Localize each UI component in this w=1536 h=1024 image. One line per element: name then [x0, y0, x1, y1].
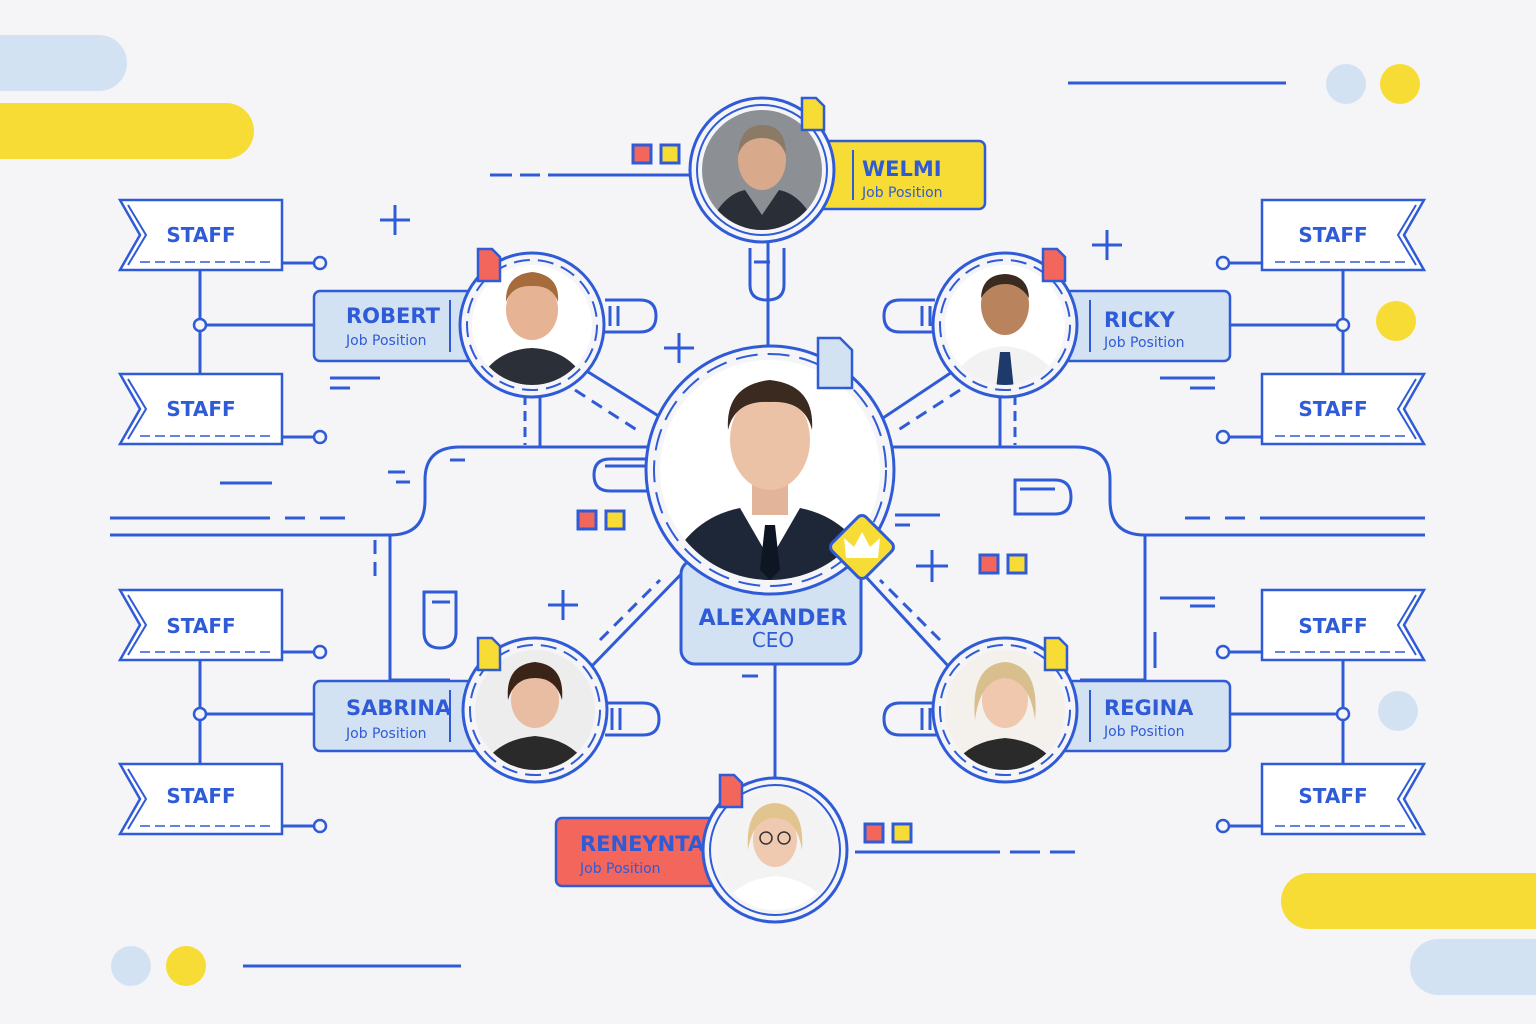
staff-banner: STAFF [117, 372, 284, 446]
avatar-robert [458, 247, 606, 399]
label-ricky: RICKY Job Position [1033, 289, 1232, 363]
member-position: Job Position [345, 333, 427, 349]
staff-banner: STAFF [1260, 762, 1427, 836]
member-name: ROBERT [346, 304, 441, 328]
staff-banner: STAFF [117, 588, 284, 662]
deco-dot [1376, 301, 1416, 341]
avatars [458, 96, 1079, 924]
member-name: RICKY [1104, 308, 1176, 332]
staff-banners: STAFF STAFF STAFF STAFF STAFF [117, 198, 1427, 836]
label-regina: REGINA Job Position [1033, 679, 1232, 753]
staff-label: STAFF [166, 397, 235, 421]
staff-banner: STAFF [117, 198, 284, 272]
member-position: Job Position [345, 726, 427, 742]
member-name: RENEYNTA [580, 832, 705, 856]
staff-label: STAFF [166, 784, 235, 808]
avatar-welmi [688, 96, 836, 244]
label-robert: ROBERT Job Position [312, 289, 506, 363]
member-position: Job Position [861, 185, 943, 201]
staff-label: STAFF [166, 614, 235, 638]
label-sabrina: SABRINA Job Position [312, 679, 506, 753]
member-position: Job Position [579, 861, 661, 877]
deco-dot [111, 946, 151, 986]
staff-label: STAFF [166, 223, 235, 247]
staff-label: STAFF [1298, 784, 1367, 808]
ceo-portrait [660, 360, 880, 580]
deco-pill-blue-top [0, 35, 127, 91]
staff-banner: STAFF [1260, 588, 1427, 662]
deco-dot [166, 946, 206, 986]
deco-dot [1378, 691, 1418, 731]
deco-pill-blue-bottom [1410, 939, 1536, 995]
staff-label: STAFF [1298, 397, 1367, 421]
staff-label: STAFF [1298, 223, 1367, 247]
avatar-regina [931, 636, 1079, 784]
member-name: REGINA [1104, 696, 1194, 720]
deco-pill-yellow-top [0, 103, 254, 159]
staff-banner: STAFF [1260, 198, 1427, 272]
avatar-ceo [644, 336, 896, 596]
name-labels: WELMI Job Position ROBERT Job Position R… [312, 139, 1232, 888]
staff-banner: STAFF [117, 762, 284, 836]
deco-dot [1380, 64, 1420, 104]
member-name: SABRINA [346, 696, 452, 720]
staff-banner: STAFF [1260, 372, 1427, 446]
avatar-sabrina [461, 636, 609, 784]
ceo-name: ALEXANDER [699, 606, 848, 631]
avatar-reneynta [701, 773, 849, 924]
deco-shapes [422, 298, 1073, 737]
deco-dot [1326, 64, 1366, 104]
member-position: Job Position [1103, 335, 1185, 351]
avatar-ricky [931, 247, 1079, 399]
ceo-title: CEO [752, 628, 794, 652]
deco-pill-yellow-bottom [1281, 873, 1536, 929]
square-pairs [576, 143, 1028, 844]
crown-icon [829, 514, 895, 580]
member-position: Job Position [1103, 724, 1185, 740]
label-welmi: WELMI Job Position [803, 139, 987, 211]
member-name: WELMI [862, 157, 942, 181]
decorations [0, 35, 1536, 995]
staff-label: STAFF [1298, 614, 1367, 638]
label-reneynta: RENEYNTA Job Position [554, 816, 748, 888]
